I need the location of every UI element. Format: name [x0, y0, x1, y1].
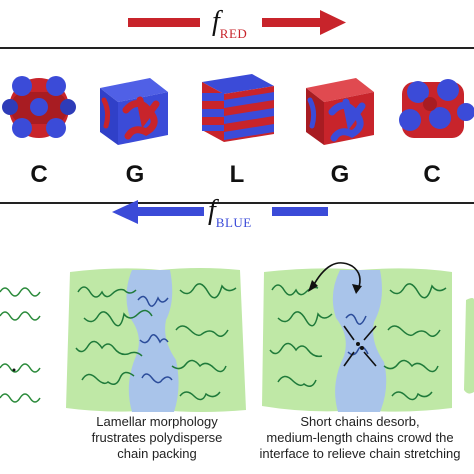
f-red-symbol: f: [212, 6, 220, 37]
f-red-label: fRED: [212, 8, 247, 48]
caption-panel-1-line-2: frustrates polydisperse: [91, 430, 223, 445]
phase-letter-5: C: [423, 161, 441, 188]
right-edge-panel: [464, 298, 474, 394]
phase-structure-gyroid-2: [306, 78, 374, 145]
phase-structure-gyroid-1: [100, 78, 168, 145]
caption-panel-2-line-1: Short chains desorb,: [300, 414, 420, 429]
phase-letter-4: G: [330, 161, 350, 188]
phase-letter-1: C: [30, 161, 48, 188]
red-arrow-shaft-left: [128, 18, 200, 27]
caption-panel-2: Short chains desorb, medium-length chain…: [250, 414, 470, 462]
caption-panel-1: Lamellar morphology frustrates polydispe…: [66, 414, 248, 462]
caption-panel-2-line-2: medium-length chains crowd the: [266, 430, 454, 445]
panel-lamellar: [66, 268, 246, 412]
blue-arrow-head: [112, 200, 138, 224]
phase-letter-2: G: [125, 161, 145, 188]
red-arrow-shaft-right: [262, 18, 322, 27]
left-edge-chains: [0, 287, 41, 403]
f-blue-symbol: f: [208, 195, 216, 226]
caption-panel-1-line-1: Lamellar morphology: [96, 414, 218, 429]
phase-structure-cylinders-2: [399, 79, 474, 138]
blue-arrow-shaft-left: [136, 207, 204, 216]
phase-structure-lamellae: [202, 74, 274, 142]
f-blue-label: fBLUE: [208, 197, 252, 237]
f-blue-subscript: BLUE: [215, 215, 252, 230]
panel-chain-crowding: [262, 262, 452, 412]
red-arrow-head: [320, 10, 346, 35]
f-red-subscript: RED: [219, 26, 248, 41]
phase-structure-cylinders-1: [2, 76, 76, 138]
phase-letter-3: L: [229, 161, 245, 188]
caption-panel-1-line-3: chain packing: [117, 446, 197, 461]
caption-panel-2-line-3: interface to relieve chain stretching: [259, 446, 461, 461]
blue-arrow-shaft-right: [272, 207, 328, 216]
